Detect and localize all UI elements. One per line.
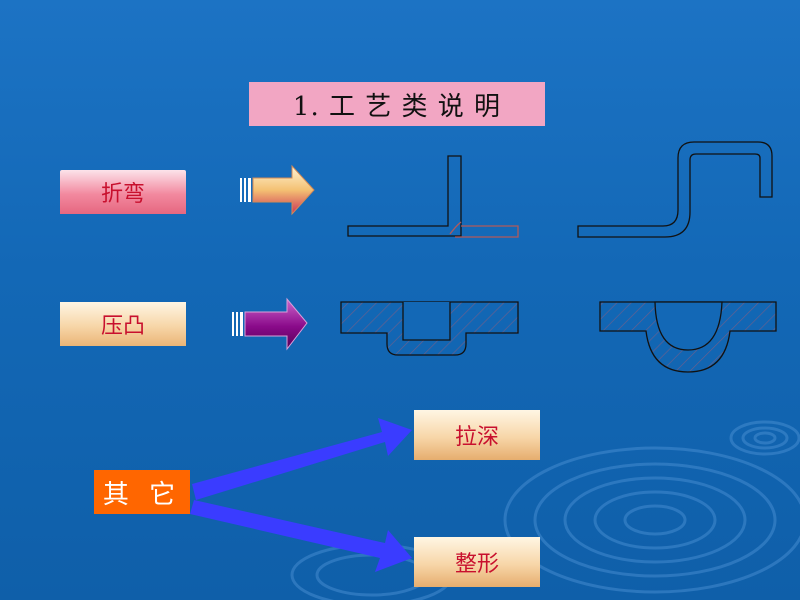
emboss-label-text: 压凸 bbox=[100, 314, 145, 339]
emboss-hat-shape bbox=[340, 301, 519, 356]
deep-draw-label: 拉深 bbox=[414, 410, 540, 460]
bend-label: 折弯 bbox=[60, 170, 186, 214]
emboss-label: 压凸 bbox=[60, 302, 186, 346]
other-to-deepdraw-arrow-icon bbox=[192, 418, 412, 500]
bend-label-text: 折弯 bbox=[100, 182, 145, 207]
other-to-shaping-arrow-icon bbox=[190, 500, 412, 572]
bend-arrow-icon bbox=[240, 164, 315, 216]
deep-draw-label-text: 拉深 bbox=[454, 425, 499, 450]
page-title: 1. 工 艺 类 说 明 bbox=[292, 91, 502, 122]
other-label-text: 其 它 bbox=[102, 479, 182, 510]
shaping-label: 整形 bbox=[414, 537, 540, 587]
title-box: 1. 工 艺 类 说 明 bbox=[249, 82, 545, 126]
emboss-arrow-icon bbox=[232, 297, 308, 351]
shaping-label-text: 整形 bbox=[454, 552, 499, 577]
bend-l-shape bbox=[347, 155, 519, 238]
other-label: 其 它 bbox=[94, 470, 190, 514]
bend-z-shape bbox=[577, 141, 773, 238]
emboss-dome-shape bbox=[599, 301, 777, 373]
